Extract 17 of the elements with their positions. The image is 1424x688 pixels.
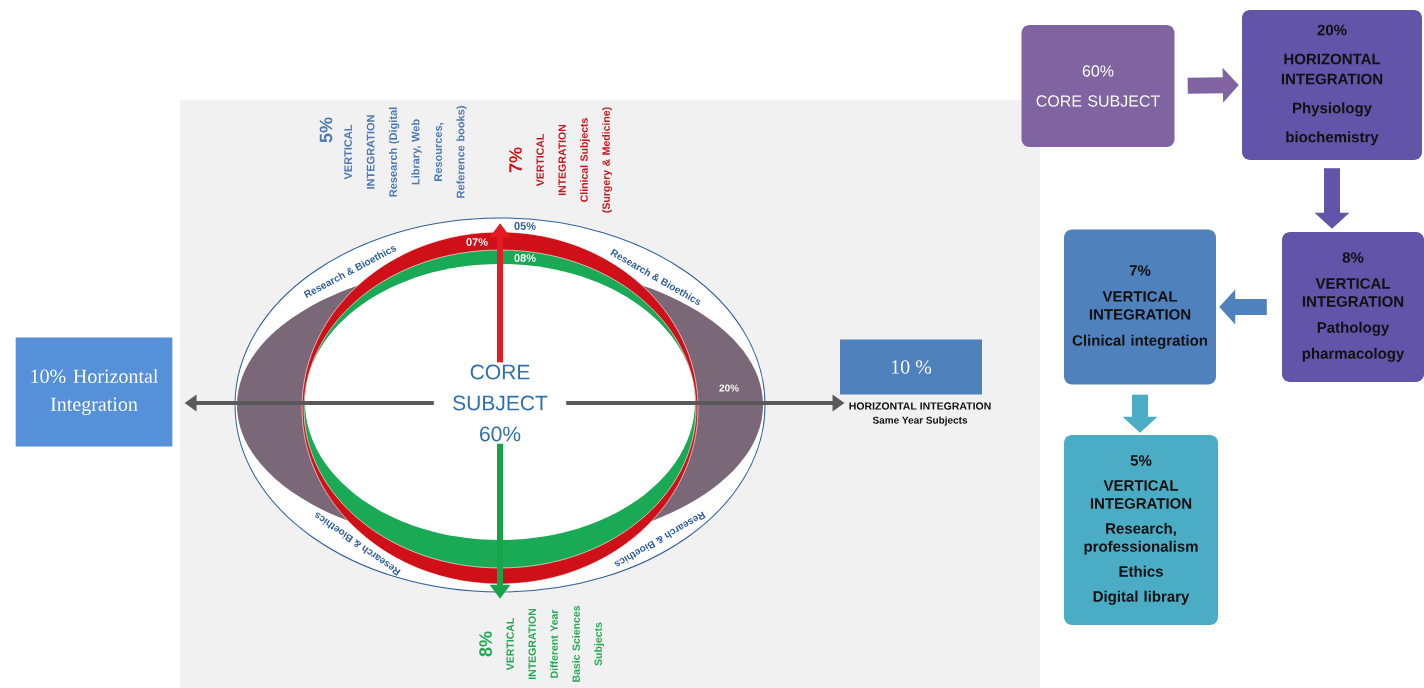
band-label: 08% bbox=[514, 254, 536, 262]
flow-box: 8% VERTICAL INTEGRATION Pathology pharmacology bbox=[1282, 232, 1424, 382]
flow-box: 60% CORE SUBJECT bbox=[1021, 25, 1175, 147]
flow-box: 20% HORIZONTAL INTEGRATION Physiology biochemistry bbox=[1242, 10, 1422, 160]
percentage-box: 10% Horizontal Integration bbox=[15, 337, 173, 447]
band-label: 20% bbox=[719, 384, 739, 392]
rotated-label: 8% VERTICAL INTEGRATION Different Year Basic Sciences Subjects bbox=[479, 605, 604, 682]
flow-box: 7% VERTICAL INTEGRATION Clinical integration bbox=[1064, 229, 1216, 385]
flow-box: 5% VERTICAL INTEGRATION Research, professionalism Ethics Digital library bbox=[1064, 435, 1218, 625]
rotated-label: 7% VERTICAL INTEGRATION Clinical Subjects (Surgery & Medicine) bbox=[509, 107, 612, 213]
axis-label: HORIZONTAL INTEGRATION Same Year Subjects bbox=[849, 402, 991, 426]
rotated-label: VERTICAL INTEGRATION Research (Digital Library, Web Resources, Reference books) bbox=[344, 106, 467, 198]
percentage-box: 10 % bbox=[840, 339, 982, 395]
center-label: CORE SUBJECT 60% bbox=[453, 364, 548, 442]
band-label: 07% bbox=[466, 238, 488, 246]
rotated-label: 5% bbox=[319, 117, 333, 143]
band-label: 05% bbox=[514, 222, 536, 230]
